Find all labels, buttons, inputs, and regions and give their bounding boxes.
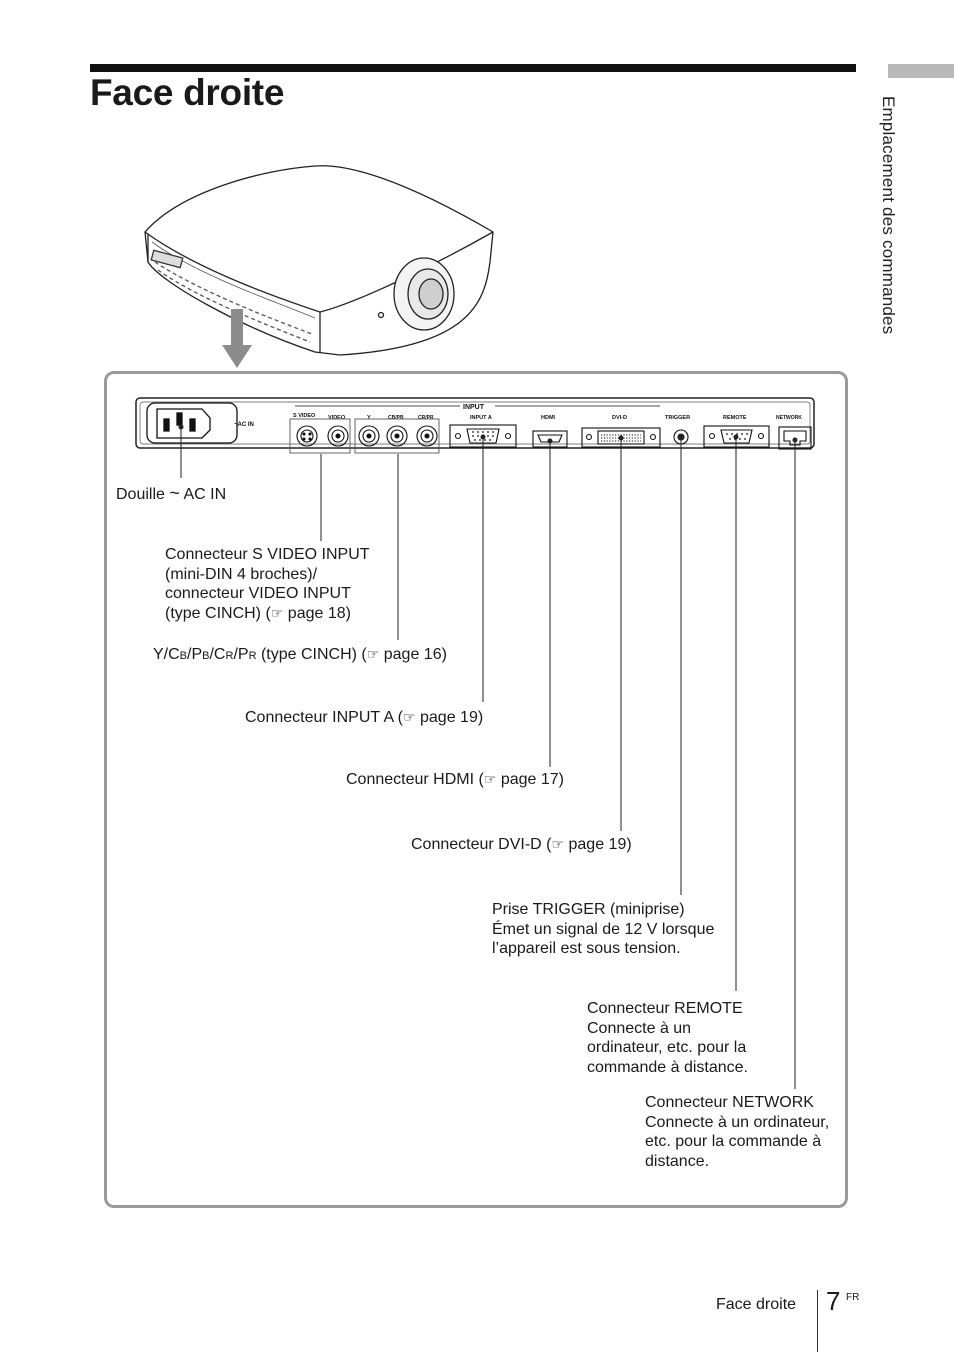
leader-ac-in — [178, 424, 184, 478]
callout-ycbcr-rest-post: page 16) — [379, 646, 447, 663]
callout-network-line2: Connecte à un ordinateur, — [645, 1113, 830, 1131]
pointing-hand-icon: ☞ — [483, 771, 497, 787]
callout-network-line4: distance. — [645, 1152, 710, 1170]
leader-input-a — [480, 434, 486, 702]
callout-ycbcr: Y/CB/PB/CR/PR (type CINCH) (☞ page 16) — [153, 645, 447, 667]
callout-ycbcr-c: /C — [209, 646, 226, 663]
callout-s-video-line4-pre: (type CINCH) ( — [165, 604, 271, 622]
panel-label-hdmi: HDMI — [541, 415, 556, 421]
callout-s-video-line3: connecteur VIDEO INPUT — [165, 585, 351, 602]
lens-icon — [377, 257, 455, 331]
callout-dvi-post: page 19) — [564, 836, 632, 853]
callout-ycbcr-y: Y/C — [153, 646, 180, 663]
panel-label-y: Y — [367, 415, 371, 421]
callout-hdmi: Connecteur HDMI (☞ page 17) — [346, 770, 564, 790]
page-number: 7 — [826, 1286, 841, 1316]
callout-ac-in: Douille ~ AC IN — [116, 483, 227, 505]
callout-network-line1: Connecteur NETWORK — [645, 1094, 814, 1111]
callout-input-a-pre: Connecteur INPUT A ( — [245, 709, 403, 726]
callout-ycbcr-b2: B — [202, 650, 210, 662]
callout-hdmi-pre: Connecteur HDMI ( — [346, 771, 484, 788]
callout-input-a-post: page 19) — [415, 709, 484, 726]
component-cb-jack-icon — [386, 425, 408, 447]
down-arrow-icon — [222, 309, 252, 368]
title-rule — [90, 64, 856, 72]
leader-network — [792, 437, 798, 1089]
panel-label-ac-in: ~AC IN — [234, 422, 254, 428]
language-code: FR — [846, 1292, 860, 1303]
callout-s-video-line4-post: page 18) — [283, 604, 351, 622]
callout-ac-in-prefix: Douille — [116, 486, 165, 503]
callout-ycbcr-p1: /P — [187, 646, 203, 663]
component-cr-jack-icon — [416, 425, 438, 447]
pointing-hand-icon: ☞ — [403, 709, 416, 725]
callout-remote: Connecteur REMOTE Connecte à un ordinate… — [587, 999, 748, 1077]
rear-connector-panel: ~AC IN INPUT S VIDEO VIDEO Y CB/PB CR/PR… — [135, 397, 815, 454]
panel-label-input: INPUT — [463, 404, 485, 411]
callout-trigger-line3: l’appareil est sous tension. — [492, 940, 681, 957]
remote-dsub-icon — [703, 425, 770, 448]
callout-s-video-line2: (mini-DIN 4 broches)/ — [165, 565, 318, 583]
tilde-symbol: ~ — [169, 483, 180, 503]
pointing-hand-icon: ☞ — [366, 646, 380, 662]
leader-hdmi — [547, 438, 553, 767]
callout-network-line3: etc. pour la commande à — [645, 1133, 822, 1150]
callout-s-video-line4: (type CINCH) (☞ page 18) — [165, 604, 370, 624]
connector-panel-frame — [104, 371, 848, 1208]
panel-label-cb-pb: CB/PB — [388, 415, 404, 421]
callout-remote-line3: ordinateur, etc. pour la — [587, 1039, 747, 1056]
callout-dvi-pre: Connecteur DVI-D ( — [411, 836, 552, 853]
s-video-jack-icon — [296, 425, 318, 447]
footer-section-label: Face droite — [716, 1296, 797, 1313]
leader-trigger — [678, 434, 684, 895]
panel-label-dvi-d: DVI-D — [612, 415, 627, 421]
footer-divider — [817, 1290, 818, 1352]
side-tab-marker — [888, 64, 954, 78]
panel-label-video: VIDEO — [328, 415, 346, 421]
callout-trigger: Prise TRIGGER (miniprise) Émet un signal… — [492, 900, 714, 959]
callout-trigger-line2: Émet un signal de 12 V lorsque — [492, 920, 715, 938]
pointing-hand-icon: ☞ — [551, 836, 565, 852]
callout-ac-in-text: AC IN — [183, 486, 227, 503]
callout-network: Connecteur NETWORK Connecte à un ordinat… — [645, 1093, 829, 1171]
page-title: Face droite — [90, 72, 285, 113]
pointing-hand-icon: ☞ — [270, 604, 284, 621]
panel-label-cr-pr: CR/PR — [418, 415, 434, 421]
callout-ycbcr-b: B — [179, 650, 188, 662]
panel-label-trigger: TRIGGER — [665, 415, 690, 421]
panel-label-input-a: INPUT A — [470, 415, 492, 421]
callout-ycbcr-p2: /P — [233, 646, 249, 663]
callout-remote-line1: Connecteur REMOTE — [587, 1000, 743, 1017]
callout-remote-line2: Connecte à un — [587, 1019, 692, 1037]
callout-ycbcr-rest-pre: (type CINCH) ( — [256, 646, 367, 663]
component-y-jack-icon — [358, 425, 380, 447]
callout-s-video-line1: Connecteur S VIDEO INPUT — [165, 546, 370, 563]
callout-ycbcr-r2: R — [248, 650, 257, 662]
leader-dvi — [618, 435, 624, 831]
callout-trigger-line1: Prise TRIGGER (miniprise) — [492, 901, 685, 918]
panel-label-remote: REMOTE — [723, 415, 747, 421]
callout-input-a: Connecteur INPUT A (☞ page 19) — [245, 708, 483, 728]
callout-s-video: Connecteur S VIDEO INPUT (mini-DIN 4 bro… — [165, 545, 370, 623]
video-jack-icon — [327, 425, 349, 447]
panel-label-network: NETWORK — [776, 415, 802, 421]
callout-dvi: Connecteur DVI-D (☞ page 19) — [411, 835, 632, 855]
panel-label-s-video: S VIDEO — [293, 413, 316, 419]
callout-ycbcr-r: R — [225, 650, 234, 662]
callout-hdmi-post: page 17) — [496, 771, 564, 788]
leader-remote — [733, 434, 739, 991]
side-tab-label: Emplacement des commandes — [879, 96, 898, 335]
callout-remote-line4: commande à distance. — [587, 1058, 748, 1076]
